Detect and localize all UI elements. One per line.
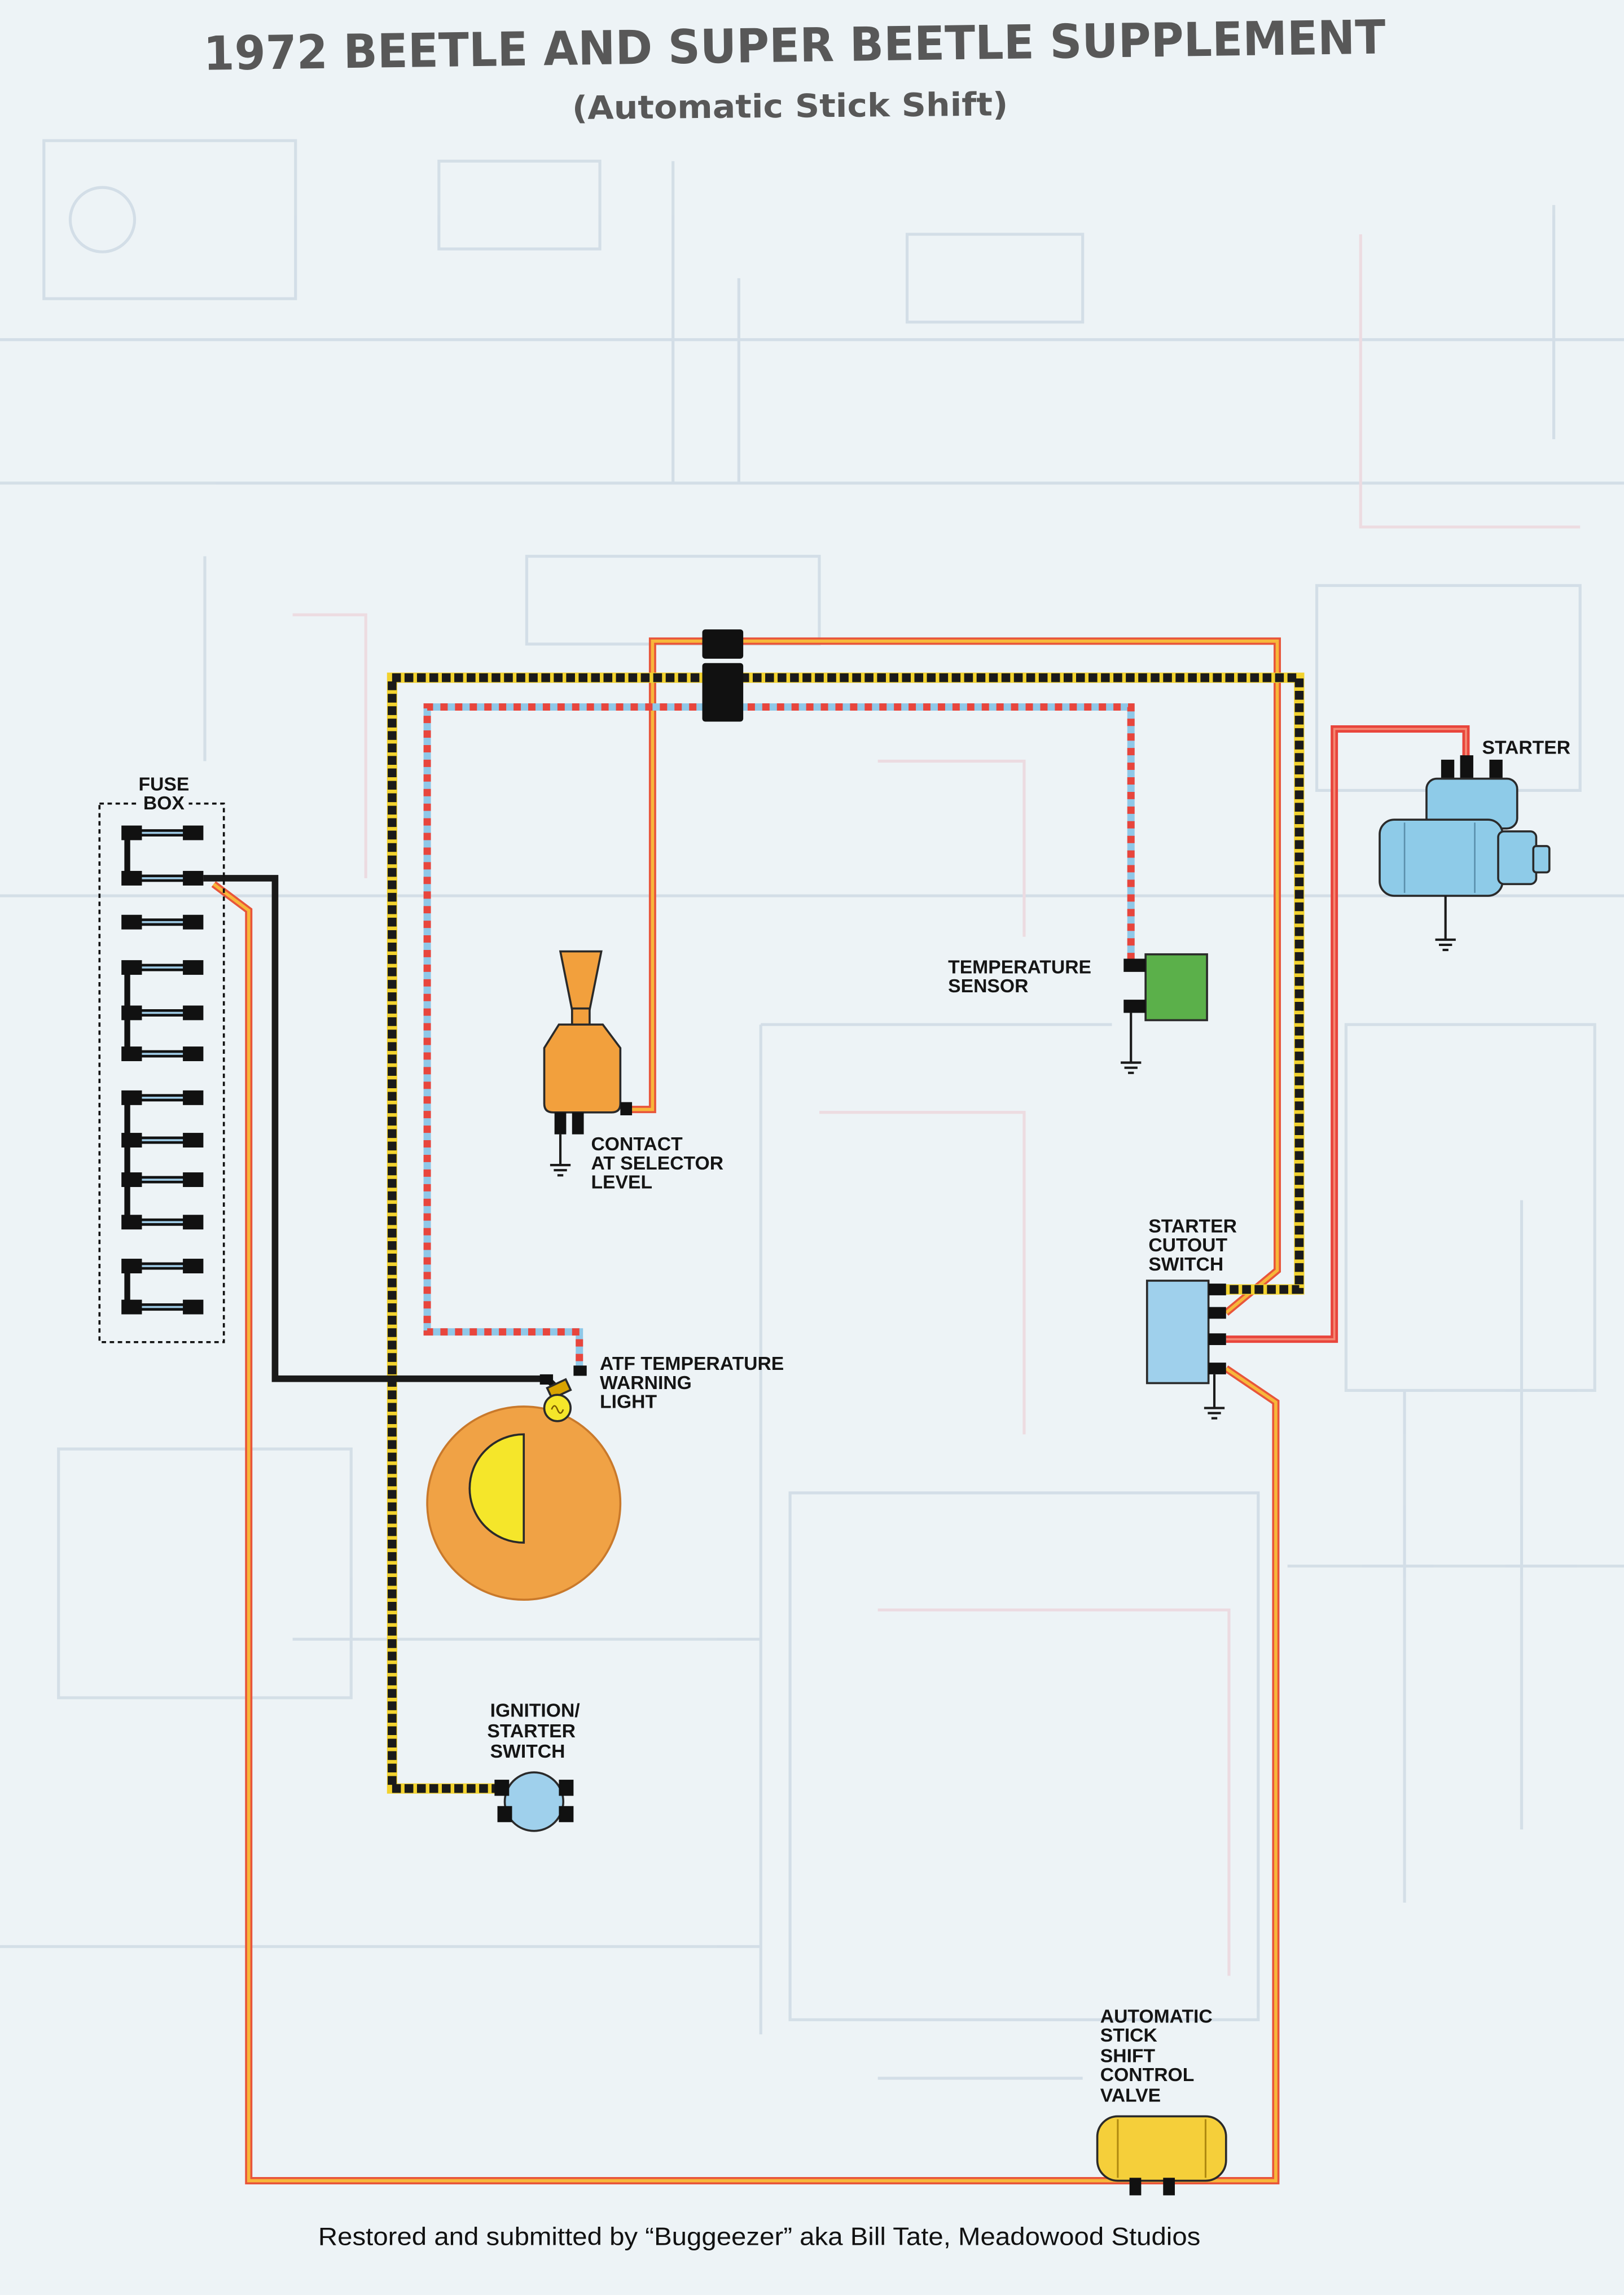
control-valve-label-line-4: CONTROL <box>1100 2064 1195 2086</box>
warning-light-lens-icon <box>468 1433 525 1544</box>
fuse-box-label-line-1: FUSE <box>138 773 189 795</box>
fuse-box-label-line-2: BOX <box>143 792 185 814</box>
fuse <box>121 960 204 975</box>
fuse <box>121 1005 204 1021</box>
warning-light-label-line-1: ATF TEMPERATURE <box>600 1353 784 1374</box>
control-valve-label-line-1: AUTOMATIC <box>1100 2005 1213 2027</box>
fuse <box>121 1259 204 1273</box>
fuse <box>121 1046 204 1062</box>
wire-black-yellow-ignition <box>387 672 1305 1794</box>
cutout-switch-label-line-3: SWITCH <box>1148 1254 1223 1275</box>
temperature-sensor <box>1123 953 1208 1022</box>
control-valve-label-line-2: STICK <box>1100 2025 1158 2046</box>
fuse <box>121 1299 204 1315</box>
control-valve-label-line-3: SHIFT <box>1100 2045 1156 2066</box>
fuse <box>121 1215 204 1230</box>
warning-light-label-line-2: WARNING <box>600 1372 692 1394</box>
selector-contact <box>543 950 633 1135</box>
fuse-box: FUSE BOX <box>98 773 225 1343</box>
selector-contact-label-line-1: CONTACT <box>591 1133 683 1155</box>
ground-symbol-temperature-sensor <box>1121 1013 1142 1074</box>
selector-contact-label-line-3: LEVEL <box>591 1172 652 1193</box>
background-ghost-wiring <box>0 139 1624 2080</box>
wire-connector-block <box>702 629 744 722</box>
warning-light-label-line-3: LIGHT <box>600 1391 657 1413</box>
cutout-switch-label-line-1: STARTER <box>1148 1215 1237 1237</box>
bulb-icon <box>539 1365 587 1422</box>
selector-contact-label-line-2: AT SELECTOR <box>591 1153 723 1174</box>
ignition-switch-label-line-2: STARTER <box>487 1720 576 1742</box>
page-subtitle: (Automatic Stick Shift) <box>572 86 1008 127</box>
cutout-switch-label-line-2: CUTOUT <box>1148 1234 1227 1256</box>
ignition-switch-label-line-1: IGNITION/ <box>490 1700 581 1722</box>
starter-label: STARTER <box>1482 737 1570 759</box>
ground-symbol-selector-contact <box>550 1134 571 1177</box>
atf-warning-light <box>426 1365 622 1601</box>
wire-red-blue-temperature-sensor <box>423 703 1135 1370</box>
temperature-sensor-label-line-2: SENSOR <box>948 975 1028 997</box>
fuse <box>121 1133 204 1148</box>
fuse <box>121 1090 204 1105</box>
control-valve <box>1096 2115 1227 2196</box>
wire-orange-control-valve <box>211 881 1280 2184</box>
fuse <box>121 870 204 886</box>
starter-cutout-switch <box>1145 1280 1226 1385</box>
ground-symbol-cutout-switch <box>1204 1374 1225 1420</box>
ground-symbol-starter <box>1435 896 1456 952</box>
ignition-starter-switch <box>494 1771 574 1832</box>
footer-credit: Restored and submitted by “Buggeezer” ak… <box>318 2223 1200 2251</box>
control-valve-label-line-5: VALVE <box>1100 2085 1161 2106</box>
ignition-switch-label-line-3: SWITCH <box>490 1741 565 1762</box>
wire-red-starter <box>1226 725 1470 1343</box>
temperature-sensor-label-line-1: TEMPERATURE <box>948 956 1091 978</box>
fuse <box>121 914 204 930</box>
starter-motor <box>1379 755 1551 897</box>
fuse <box>121 1172 204 1188</box>
fuse <box>121 825 204 840</box>
wire-orange-selector-contact <box>629 637 1281 1316</box>
fuse-rows <box>121 825 204 1315</box>
